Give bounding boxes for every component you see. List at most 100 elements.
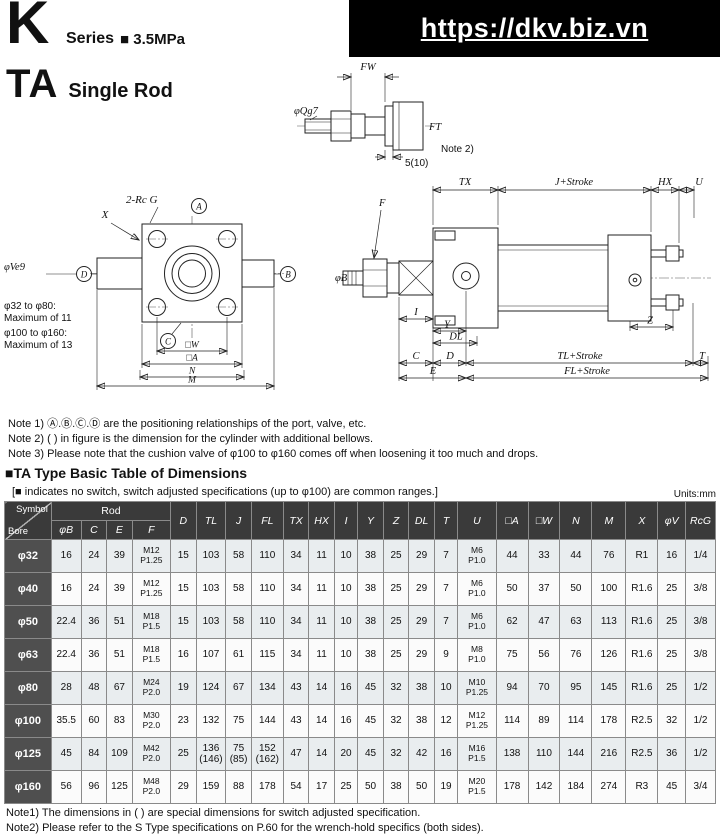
dim-value-cell: 38 [357, 638, 384, 672]
dim-value-cell: R2.5 [625, 737, 659, 771]
dim-label-c: C [412, 351, 420, 362]
corner-bore-label: Bore [8, 526, 29, 537]
dim-value-cell: 32 [382, 704, 410, 738]
dim-value-cell: 29 [408, 605, 435, 639]
dim-value-cell: M10 P1.25 [457, 671, 497, 705]
column-header: FL [250, 501, 284, 540]
max-note-line: Maximum of 13 [4, 340, 73, 351]
dim-value-cell: 42 [408, 737, 435, 771]
dim-value-cell: 100 [591, 572, 627, 606]
dim-label-e: E [429, 366, 437, 377]
dim-value-cell: 94 [495, 671, 529, 705]
column-header: HX [308, 501, 335, 540]
dim-value-cell: 11 [308, 539, 335, 573]
dim-value-cell: 274 [591, 770, 627, 804]
max-note-line: Maximum of 11 [4, 313, 72, 324]
dim-value-cell: 184 [559, 770, 593, 804]
dim-value-cell: 19 [170, 671, 197, 705]
dim-value-cell: 37 [527, 572, 561, 606]
callout-a: A [195, 202, 202, 212]
dim-value-cell: 25 [170, 737, 197, 771]
dim-label-tx: TX [459, 177, 472, 188]
dim-value-cell: 17 [308, 770, 335, 804]
dim-label-u: U [695, 177, 704, 188]
dim-value-cell: M30 P2.0 [131, 704, 172, 738]
dim-value-cell: 29 [408, 572, 435, 606]
callout-b: B [285, 270, 291, 280]
column-header: RcG [684, 501, 717, 540]
units-label: Units:mm [673, 489, 716, 500]
bore-label: φ40 [4, 572, 52, 606]
bore-label: φ63 [4, 638, 52, 672]
site-url-link[interactable]: https://dkv.biz.vn [420, 13, 649, 43]
dim-value-cell: 51 [106, 638, 133, 672]
dim-label-d: D [445, 351, 454, 362]
dim-value-cell: 12 [433, 704, 459, 738]
dim-label-m: M [187, 376, 197, 386]
dim-value-cell: 39 [106, 539, 133, 573]
symbol-bore-corner: Symbol Bore [4, 501, 52, 540]
dim-value-cell: M6 P1.0 [457, 539, 497, 573]
dim-value-cell: 9 [433, 638, 459, 672]
dim-value-cell: 14 [308, 671, 335, 705]
dim-label-qg7: φQg7 [294, 106, 319, 117]
site-banner: https://dkv.biz.vn [349, 0, 720, 57]
dim-value-cell: 38 [382, 770, 410, 804]
dim-value-cell: 32 [382, 737, 410, 771]
column-header: □A [495, 501, 529, 540]
dim-label-x: X [101, 209, 110, 221]
dim-value-cell: 11 [308, 638, 335, 672]
max-note-line: φ100 to φ160: [4, 328, 67, 339]
bore-label: φ100 [4, 704, 52, 738]
callout-c: C [165, 337, 172, 347]
dim-value-cell: 22.4 [50, 605, 82, 639]
dim-value-cell: 144 [559, 737, 593, 771]
dim-value-cell: R1.6 [625, 671, 659, 705]
dim-value-cell: 107 [195, 638, 227, 672]
dim-value-cell: 60 [80, 704, 108, 738]
dim-value-cell: M18 P1.5 [131, 605, 172, 639]
dim-value-cell: M24 P2.0 [131, 671, 172, 705]
dim-value-cell: 63 [559, 605, 593, 639]
dim-value-cell: 3/4 [684, 770, 717, 804]
dim-value-cell: 61 [225, 638, 252, 672]
dim-label-hx: HX [657, 177, 673, 188]
front-view-diagram: 2-Rc G A X φVe9 D B C □W □A N M φ3 [4, 194, 296, 390]
dim-value-cell: M42 P2.0 [131, 737, 172, 771]
dim-value-cell: 35.5 [50, 704, 82, 738]
corner-symbol-label: Symbol [16, 504, 48, 515]
dim-value-cell: 216 [591, 737, 627, 771]
dim-value-cell: 25 [382, 638, 410, 672]
dim-value-cell: 134 [250, 671, 284, 705]
dim-value-cell: 34 [282, 539, 310, 573]
dim-value-cell: 145 [591, 671, 627, 705]
dim-value-cell: 25 [657, 638, 686, 672]
dim-value-cell: 32 [382, 671, 410, 705]
dim-label-phib: φB [335, 273, 348, 284]
dim-value-cell: 10 [333, 638, 359, 672]
dim-value-cell: 7 [433, 605, 459, 639]
dim-value-cell: 14 [308, 704, 335, 738]
dim-value-cell: 50 [495, 572, 529, 606]
dim-value-cell: 95 [559, 671, 593, 705]
dim-value-cell: R1.6 [625, 605, 659, 639]
dim-value-cell: 83 [106, 704, 133, 738]
dim-value-cell: 16 [50, 539, 82, 573]
side-view-dimensions: TX J+Stroke HX U F φB I Y DL Z C D TL+St… [335, 177, 708, 381]
bore-label: φ50 [4, 605, 52, 639]
column-header: Z [382, 501, 410, 540]
dim-value-cell: 75 (85) [225, 737, 252, 771]
dim-value-cell: 33 [527, 539, 561, 573]
dim-value-cell: 124 [195, 671, 227, 705]
dim-value-cell: 109 [106, 737, 133, 771]
dim-value-cell: 58 [225, 605, 252, 639]
dim-value-cell: 22.4 [50, 638, 82, 672]
dim-value-cell: 43 [282, 671, 310, 705]
column-header: F [131, 520, 172, 540]
dim-value-cell: 24 [80, 572, 108, 606]
column-header: N [559, 501, 593, 540]
cylinder-drawing [339, 227, 711, 329]
